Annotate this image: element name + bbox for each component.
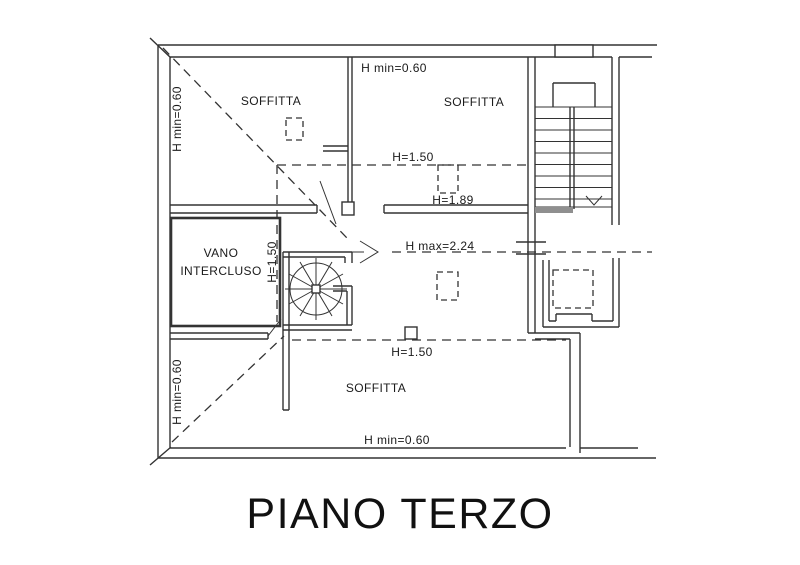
roof-window-center: [436, 271, 459, 301]
room-label-soffitta-top-left: SOFFITTA: [241, 94, 301, 108]
room-label-vano-line1: VANO: [204, 246, 239, 260]
interior-walls-top: [170, 57, 528, 214]
spiral-stair-walls: [283, 251, 353, 331]
height-label-bottom: H min=0.60: [364, 433, 430, 447]
wall-break-mark: [516, 241, 546, 255]
staircase-walls: [527, 57, 620, 333]
height-label-left-bottom: H min=0.60: [170, 359, 184, 425]
height-label-150-lower: H=1.50: [391, 345, 432, 359]
wall-post: [341, 201, 355, 216]
shaft-structure-walls: [542, 258, 620, 328]
page-title: PIANO TERZO: [246, 490, 553, 538]
height-label-189: H=1.89: [432, 193, 473, 207]
stair-down-arrow-icon: [585, 195, 603, 206]
lower-right-walls: [528, 332, 581, 453]
direction-arrow-icon: [350, 240, 379, 264]
roof-window-shaft: [552, 269, 594, 309]
height-label-150-vano: H=1.50: [265, 241, 279, 282]
staircase-treads: [535, 106, 612, 208]
room-label-soffitta-bottom: SOFFITTA: [346, 381, 406, 395]
height-reference-dashed-lines: [162, 47, 652, 443]
height-label-left-top: H min=0.60: [170, 86, 184, 152]
room-label-soffitta-top-right: SOFFITTA: [444, 95, 504, 109]
height-label-150-upper: H=1.50: [392, 150, 433, 164]
room-label-vano-line2: INTERCLUSO: [180, 264, 261, 278]
height-label-top-right: H min=0.60: [361, 61, 427, 75]
vano-intercluso-walls: [169, 216, 282, 328]
height-label-max-224: H max=2.24: [405, 239, 474, 253]
roof-window-top-left: [285, 117, 304, 141]
window-symbol: [554, 44, 594, 58]
small-square-marker: [404, 326, 418, 340]
spiral-stair-spokes: [285, 258, 347, 320]
spiral-stair-newel: [311, 284, 321, 294]
roof-window-top-right: [437, 164, 459, 194]
interior-walls-bottom-left: [170, 252, 290, 411]
staircase-sill: [535, 207, 573, 213]
